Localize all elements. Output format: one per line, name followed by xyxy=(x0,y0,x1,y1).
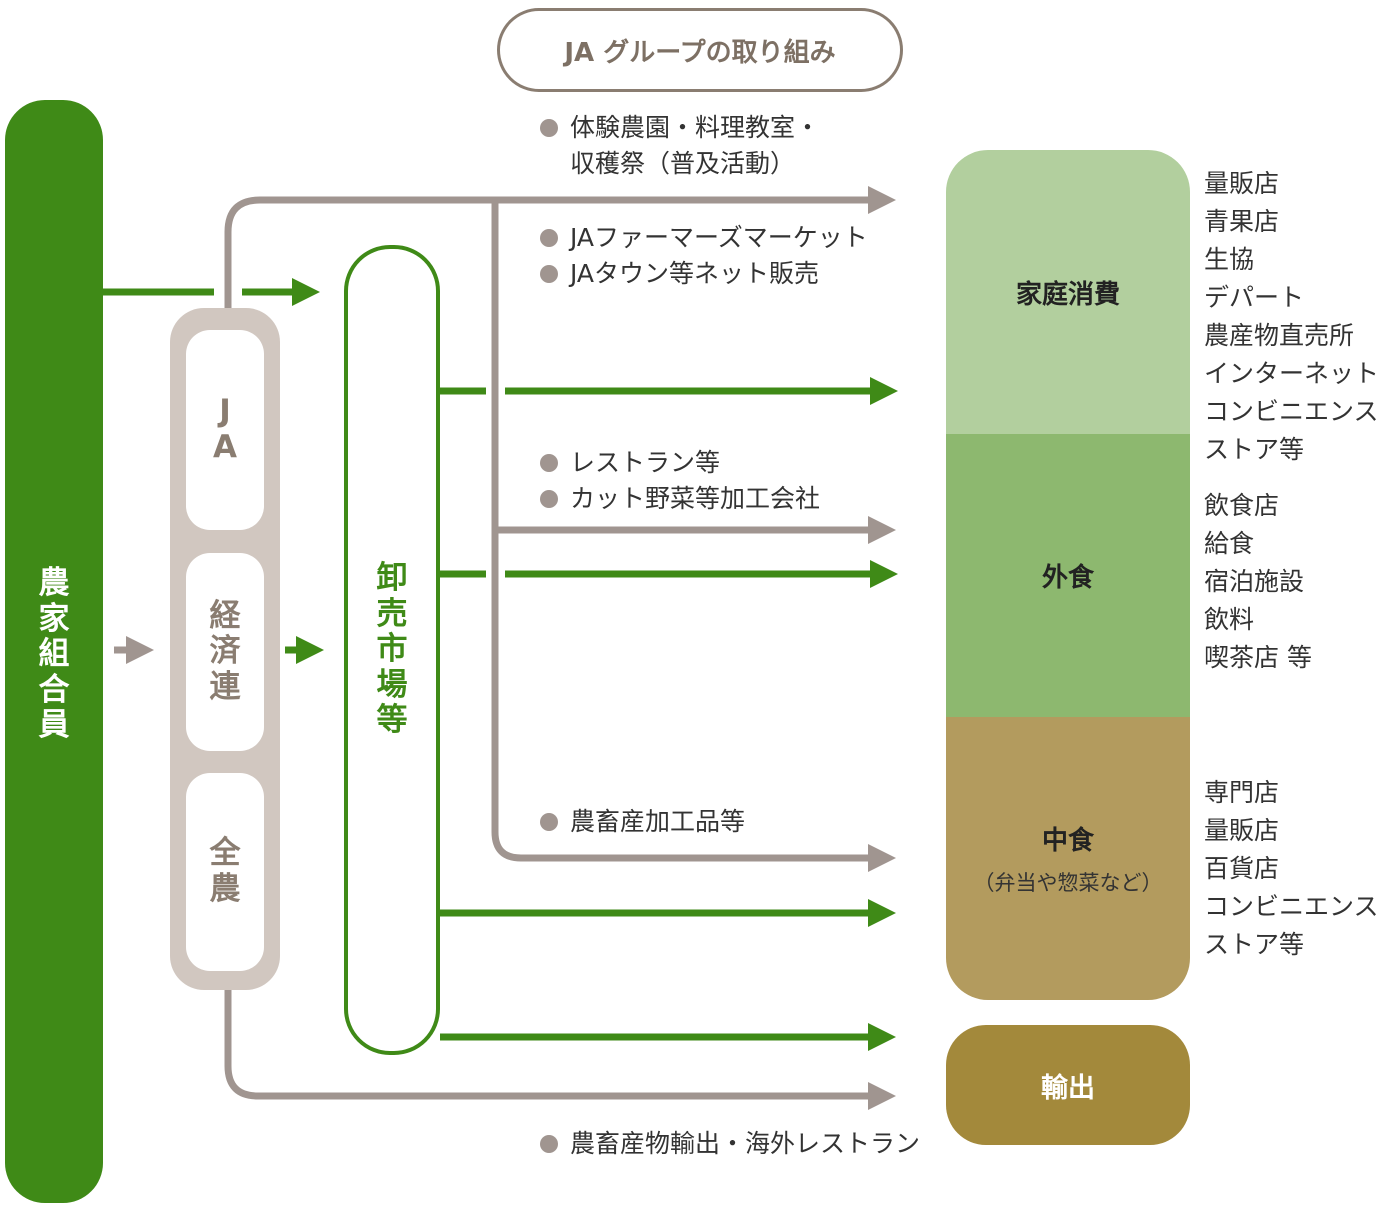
vertical-char: 農 xyxy=(38,564,70,601)
activity-experience: 体験農園・料理教室・ xyxy=(540,110,820,146)
outlet-item: 給食 xyxy=(1204,529,1255,558)
outlet-item: インターネット xyxy=(1204,359,1380,388)
outlet-item: デパート xyxy=(1204,283,1305,312)
vertical-char: J xyxy=(219,393,231,430)
outlet-item: コンビニエンス xyxy=(1204,892,1379,921)
farmers-label: 農家組合員 xyxy=(5,560,103,750)
outlet-item: 農産物直売所 xyxy=(1204,321,1355,350)
activity-cut-vegetables: カット野菜等加工会社 xyxy=(540,481,820,517)
zennoh-box: 全農 xyxy=(186,773,264,971)
farmers-label-char: 農家組合員 xyxy=(38,564,70,744)
farmers-bar xyxy=(5,100,103,1203)
bullet-dot xyxy=(540,1135,558,1153)
arrow-zennoh-to-export xyxy=(224,990,896,1110)
wholesale-market-box: 卸売市場等 xyxy=(344,245,440,1055)
activity-export-restaurant-label: 農畜産物輸出・海外レストラン xyxy=(570,1129,921,1158)
outlets-dining-out: 飲食店 給食 宿泊施設 飲料 喫茶店 等 xyxy=(1204,487,1312,677)
outlet-item: ストア等 xyxy=(1204,435,1305,464)
bullet-dot xyxy=(540,490,558,508)
activity-livestock-processed-label: 農畜産加工品等 xyxy=(570,807,746,836)
activity-experience-line2: 収穫祭（普及活動） xyxy=(570,149,796,178)
outlet-item: 喫茶店 等 xyxy=(1204,643,1312,672)
destination-export-label: 輸出 xyxy=(1041,1072,1095,1104)
bullet-dot xyxy=(540,265,558,283)
destination-nakashoku: 中食 （弁当や惣菜など） xyxy=(946,717,1190,1000)
vertical-char: 農 xyxy=(209,871,241,907)
keizairen-box: 経済連 xyxy=(186,553,264,751)
activity-cut-vegetables-label: カット野菜等加工会社 xyxy=(570,484,821,513)
zennoh-label: 全農 xyxy=(210,836,241,907)
activity-town-net: JAタウン等ネット販売 xyxy=(540,256,819,292)
destination-stack: 家庭消費 外食 中食 （弁当や惣菜など） xyxy=(946,150,1190,1000)
outlet-item: ストア等 xyxy=(1204,930,1305,959)
outlets-nakashoku: 専門店 量販店 百貨店 コンビニエンス ストア等 xyxy=(1204,774,1379,964)
vertical-char: 市 xyxy=(376,631,408,668)
outlet-item: 飲食店 xyxy=(1204,491,1280,520)
activity-farmers-market-label: JAファーマーズマーケット xyxy=(570,223,868,252)
destination-home-label: 家庭消費 xyxy=(1015,279,1120,310)
activity-livestock-processed: 農畜産加工品等 xyxy=(540,804,745,840)
activity-town-net-label: JAタウン等ネット販売 xyxy=(570,259,820,288)
ja-group-initiatives-title: JA グループの取り組み xyxy=(497,8,903,92)
outlet-item: 量販店 xyxy=(1204,816,1280,845)
wholesale-market-label: 卸売市場等 xyxy=(376,559,408,739)
outlet-item: コンビニエンス xyxy=(1204,397,1379,426)
vertical-char: 済 xyxy=(209,633,241,670)
bullet-dot xyxy=(540,119,558,137)
outlet-item: 青果店 xyxy=(1204,207,1280,236)
activity-experience-line1: 体験農園・料理教室・ xyxy=(570,113,821,142)
destination-dining-out: 外食 xyxy=(946,434,1190,717)
vertical-char: 全 xyxy=(209,835,241,872)
keizairen-label: 経済連 xyxy=(209,597,241,706)
activity-farmers-market: JAファーマーズマーケット xyxy=(540,220,868,256)
vertical-char: 等 xyxy=(376,702,408,739)
outlet-item: 百貨店 xyxy=(1204,854,1280,883)
vertical-char: 組 xyxy=(38,636,70,673)
vertical-char: 連 xyxy=(209,668,241,705)
bullet-dot xyxy=(540,454,558,472)
vertical-char: 売 xyxy=(376,595,408,632)
activity-restaurant-label: レストラン等 xyxy=(570,448,721,477)
destination-nakashoku-sub: （弁当や惣菜など） xyxy=(973,871,1163,895)
activity-restaurant: レストラン等 xyxy=(540,445,720,481)
bullet-dot xyxy=(540,229,558,247)
bullet-dot xyxy=(540,813,558,831)
arrow-branch-trunk xyxy=(491,200,896,872)
destination-dining-out-label: 外食 xyxy=(1041,563,1094,593)
vertical-char: 場 xyxy=(376,666,408,703)
vertical-char: 合 xyxy=(38,671,70,708)
outlet-item: 宿泊施設 xyxy=(1204,567,1305,596)
vertical-char: 経 xyxy=(209,597,241,634)
outlets-home: 量販店 青果店 生協 デパート 農産物直売所 インターネット コンビニエンス ス… xyxy=(1204,165,1379,469)
vertical-char: 卸 xyxy=(376,559,408,596)
outlet-item: 量販店 xyxy=(1204,169,1280,198)
outlet-item: 専門店 xyxy=(1204,778,1280,807)
vertical-char: 家 xyxy=(38,600,70,637)
arrow-ja-to-home xyxy=(224,186,896,308)
destination-export: 輸出 xyxy=(946,1025,1190,1145)
outlet-item: 飲料 xyxy=(1204,605,1255,634)
destination-nakashoku-label: 中食 xyxy=(1041,826,1094,856)
vertical-char: 員 xyxy=(38,707,70,744)
outlet-item: 生協 xyxy=(1204,245,1255,274)
activity-export-restaurant: 農畜産物輸出・海外レストラン xyxy=(540,1126,920,1162)
destination-home: 家庭消費 xyxy=(946,150,1190,434)
vertical-char: A xyxy=(213,429,237,465)
